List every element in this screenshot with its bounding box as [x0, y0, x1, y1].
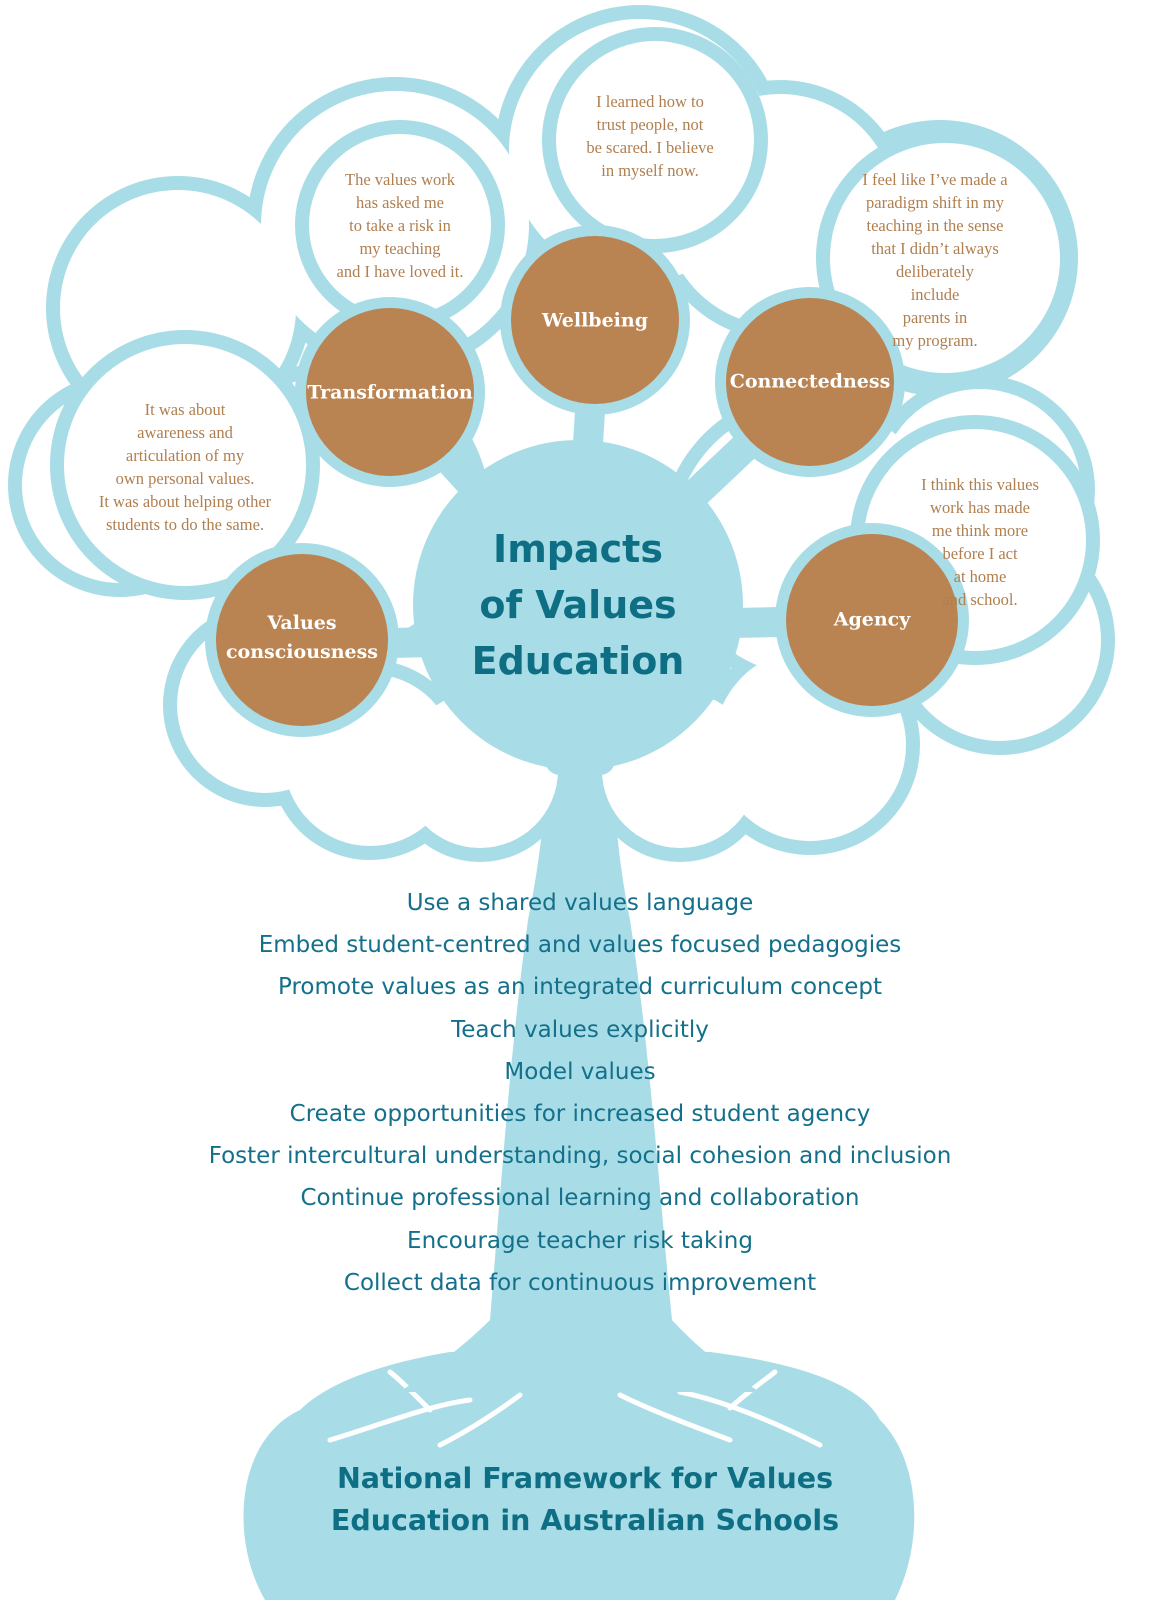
impact-connectedness: Connectedness — [729, 370, 891, 393]
strategy-list: Use a shared values language Embed stude… — [0, 882, 1151, 1304]
impact-values-consciousness: Values consciousness — [225, 612, 379, 663]
quote-agency: I think this values work has made me thi… — [921, 475, 1039, 609]
impact-transformation: Transformation — [307, 381, 473, 404]
strategy-item: Collect data for continuous improvement — [343, 1269, 817, 1296]
quote-wellbeing: I learned how to trust people, not be sc… — [586, 92, 714, 180]
strategy-item: Embed student-centred and values focused… — [258, 932, 902, 959]
strategy-item: Promote values as an integrated curricul… — [277, 974, 883, 1001]
impact-wellbeing: Wellbeing — [541, 309, 649, 332]
roots — [327, 1369, 823, 1448]
quote-transformation: The values work has asked me to take a r… — [336, 170, 464, 281]
impact-circles — [205, 225, 969, 737]
quote-bubbles — [50, 27, 1100, 665]
strategy-item: Use a shared values language — [406, 890, 754, 916]
center-circle — [413, 440, 743, 770]
footer-title: National Framework for Values Education … — [330, 1462, 840, 1537]
trunk — [400, 735, 760, 1392]
strategy-item: Model values — [504, 1058, 656, 1085]
impact-agency: Agency — [833, 608, 911, 631]
strategy-item: Teach values explicitly — [451, 1016, 709, 1043]
strategy-item: Foster intercultural understanding, soci… — [208, 1143, 952, 1170]
strategy-item: Encourage teacher risk taking — [407, 1227, 753, 1254]
center-title: Impacts of Values Education — [471, 527, 685, 683]
strategy-item: Continue professional learning and colla… — [300, 1185, 860, 1212]
strategy-item: Create opportunities for increased stude… — [289, 1101, 871, 1128]
quote-values-consciousness: It was about awareness and articulation … — [98, 400, 272, 534]
quote-connectedness: I feel like I’ve made a paradigm shift i… — [862, 170, 1008, 350]
